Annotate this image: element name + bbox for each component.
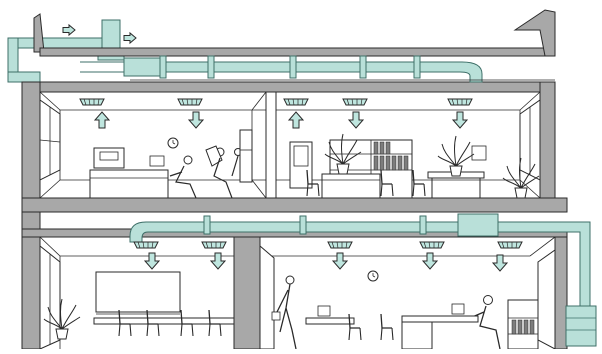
supply-diffuser (178, 99, 202, 105)
supply-diffuser (328, 242, 352, 248)
cabinet (240, 130, 252, 182)
supply-diffuser (134, 242, 158, 248)
upper-partition-wall (252, 92, 276, 198)
door-icon (260, 246, 274, 349)
arrow-down-icon (493, 255, 507, 271)
desk-icon (94, 318, 234, 324)
supply-diffuser (448, 99, 472, 105)
arrow-down-icon (189, 112, 203, 128)
arrow-down-icon (453, 112, 467, 128)
outdoor-air-unit (566, 306, 596, 346)
upper-ceiling-duct (80, 56, 555, 82)
door-icon (290, 142, 312, 188)
arrow-down-icon (349, 112, 363, 128)
chair-icon (381, 314, 393, 340)
arrow-down-icon (145, 253, 159, 269)
bookshelf-icon (508, 300, 538, 349)
desk-icon (306, 304, 478, 349)
clock-icon (168, 138, 178, 148)
whiteboard (96, 272, 180, 314)
desk-icon (90, 148, 168, 198)
arrow-down-icon (211, 253, 225, 269)
plant-icon (438, 136, 474, 176)
supply-diffuser (284, 99, 308, 105)
arrow-down-icon (423, 253, 437, 269)
person-icon (272, 276, 500, 349)
arrow-up-icon (95, 112, 109, 128)
supply-diffuser (343, 99, 367, 105)
chair-icon (413, 170, 425, 196)
window-icon (40, 100, 60, 180)
window-icon (520, 100, 540, 180)
arrow-down-icon (333, 253, 347, 269)
supply-diffuser (420, 242, 444, 248)
arrow-right-icon (63, 25, 75, 35)
person-icon (170, 146, 242, 198)
arrow-right-icon (124, 33, 136, 43)
supply-diffuser (498, 242, 522, 248)
arrow-up-icon (289, 112, 303, 128)
clock-icon (368, 271, 378, 281)
window-icon (538, 250, 555, 349)
supply-diffuser (80, 99, 104, 105)
supply-diffuser (202, 242, 226, 248)
